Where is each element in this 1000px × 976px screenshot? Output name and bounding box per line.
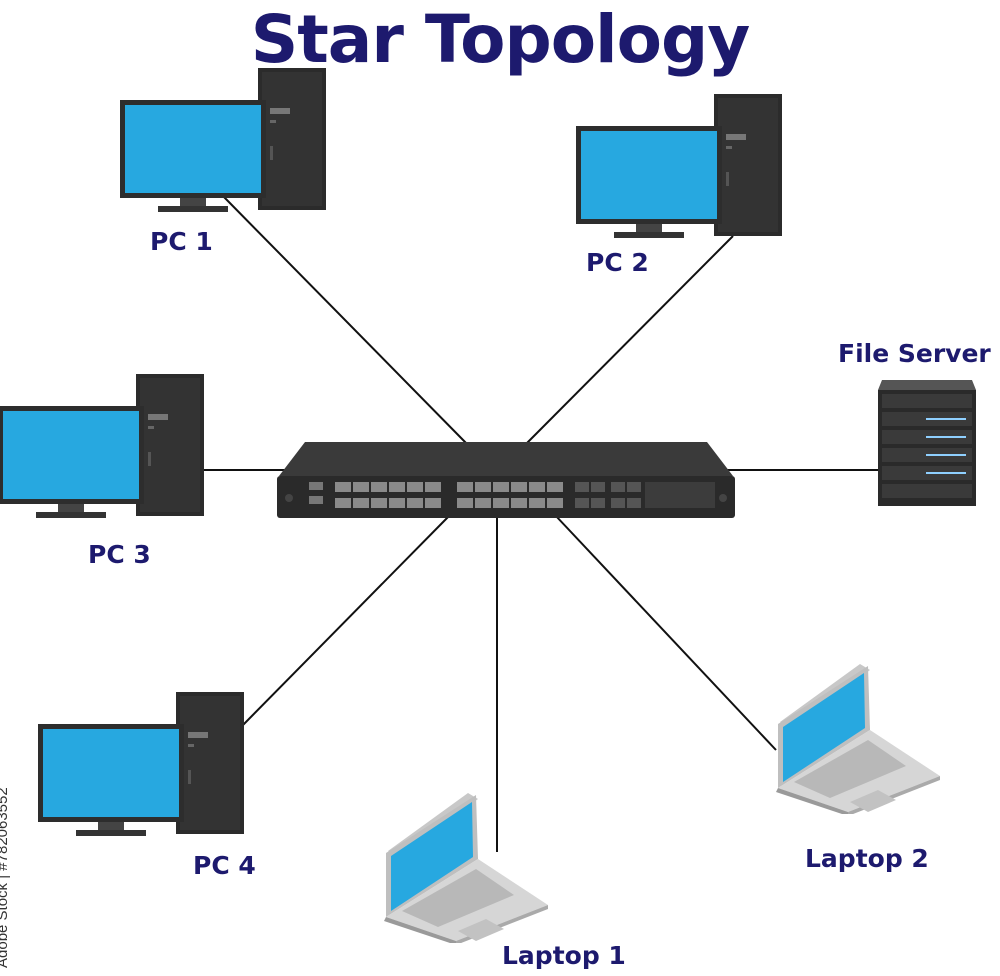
- desktop-computer-icon: [120, 68, 326, 212]
- desktop-computer-icon: [0, 374, 204, 518]
- server-icon: [878, 380, 976, 506]
- laptop-icon: [384, 793, 548, 943]
- node-label-pc3: PC 3: [88, 540, 151, 569]
- link-pc4-hub: [242, 514, 451, 726]
- link-laptop2-hub: [554, 514, 777, 751]
- network-switch-icon: [277, 442, 735, 518]
- node-label-pc1: PC 1: [150, 227, 213, 256]
- stock-watermark: Adobe Stock | #782063552: [0, 787, 11, 968]
- link-pc2-hub: [524, 235, 734, 446]
- node-label-pc4: PC 4: [193, 851, 256, 880]
- desktop-computer-icon: [38, 692, 244, 836]
- diagram-title: Star Topology: [250, 1, 751, 78]
- node-label-server: File Server: [838, 339, 991, 368]
- desktop-computer-icon: [576, 94, 782, 238]
- node-label-pc2: PC 2: [586, 248, 649, 277]
- laptop-icon: [776, 664, 940, 814]
- node-label-laptop1: Laptop 1: [502, 941, 626, 970]
- node-label-laptop2: Laptop 2: [805, 844, 929, 873]
- link-pc1-hub: [221, 194, 469, 446]
